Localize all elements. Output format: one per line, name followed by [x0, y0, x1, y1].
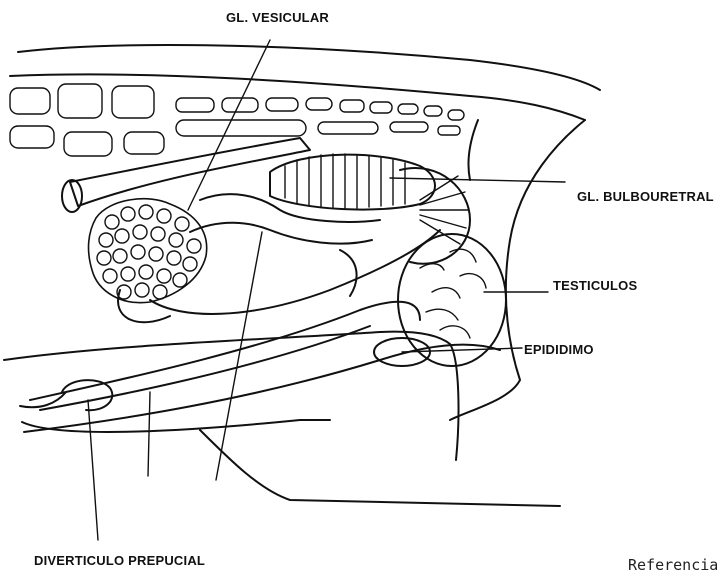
label-gl-vesicular: GL. VESICULAR: [226, 10, 329, 25]
label-epididimo: EPIDIDIMO: [524, 342, 594, 357]
reference-text: Referencia: [628, 556, 718, 574]
vertebrae-row: [10, 84, 464, 156]
leader-diverticulo: [88, 400, 98, 540]
label-diverticulo-prepucial: DIVERTICULO PREPUCIAL: [34, 553, 205, 568]
rectum-tube: [70, 138, 310, 206]
leader-bulbouretral: [390, 178, 565, 182]
label-testiculos: TESTICULOS: [553, 278, 637, 293]
urethra: [200, 194, 380, 222]
vesicular-gland: [89, 199, 207, 303]
leader-vesicular: [188, 40, 270, 210]
bulbourethral-gland: [270, 154, 470, 264]
label-gl-bulbouretral: GL. BULBOURETRAL: [577, 189, 714, 204]
